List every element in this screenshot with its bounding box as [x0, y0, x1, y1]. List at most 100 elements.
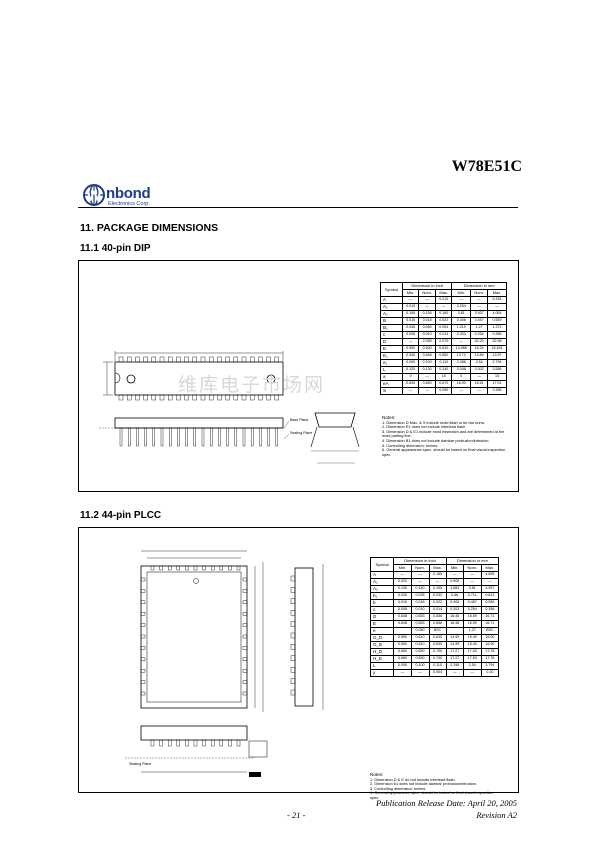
- dip-side-pin: [201, 427, 205, 447]
- plcc-pin: [140, 646, 146, 650]
- value-cell: 17.53: [462, 655, 482, 663]
- value-cell: 0.356: [480, 606, 500, 614]
- value-cell: 0.590: [393, 634, 412, 642]
- value-cell: 0.700: [428, 655, 447, 663]
- dip-side-pin: [177, 427, 180, 447]
- value-cell: 2.070: [435, 338, 453, 346]
- plcc-pin: [242, 680, 248, 684]
- value-cell: —: [402, 387, 420, 395]
- value-cell: 0.254: [470, 331, 489, 339]
- dip-pin: [127, 394, 132, 401]
- value-cell: —: [410, 669, 430, 677]
- note-item: 3. Controlling dimension: Inches: [370, 785, 426, 791]
- sub-header: Min.: [402, 289, 420, 297]
- note-item: 5. Controlling dimension: Inches.: [382, 442, 439, 448]
- plcc-side-pin: [290, 587, 296, 593]
- plcc-bottom-pin: [236, 739, 241, 747]
- value-cell: —: [470, 303, 489, 311]
- value-cell: 13.97: [487, 352, 507, 360]
- sub-header: Nom.: [418, 289, 437, 297]
- value-cell: 2.794: [480, 662, 500, 670]
- dip-top-pins: [118, 356, 280, 363]
- plcc-top-pins: [150, 565, 241, 571]
- plcc-side-pin: [290, 575, 296, 582]
- plcc-pin: [193, 565, 198, 571]
- dip-pin: [192, 356, 198, 363]
- plcc-pin: [140, 600, 146, 605]
- value-cell: 3.302: [470, 366, 489, 374]
- value-cell: 0.670: [435, 380, 453, 388]
- value-cell: 0.680: [393, 648, 412, 656]
- dip-pin: [258, 394, 263, 401]
- value-cell: 5.334: [487, 296, 507, 304]
- plcc-pin: [140, 691, 146, 696]
- dip-side-pin: [128, 427, 131, 447]
- value-cell: 0.004: [428, 669, 447, 677]
- value-cell: 0.032: [428, 592, 447, 600]
- plcc-bottom-pins: [150, 739, 241, 747]
- value-cell: 0.016: [402, 317, 420, 325]
- value-cell: 1.27: [462, 627, 482, 635]
- dip-pin: [151, 356, 157, 363]
- dip-package-drawing: Base Plane Seating Plane: [99, 351, 360, 464]
- dip-side-pin: [152, 427, 156, 447]
- note-item: 2. Dimension b1 does not include dambar …: [370, 781, 478, 787]
- dip-pin: [274, 394, 280, 401]
- dip-pin: [184, 394, 189, 401]
- value-cell: 0.653: [410, 613, 430, 621]
- value-cell: 16.71: [480, 613, 500, 621]
- symbol-cell: A₁: [369, 578, 395, 586]
- plcc-pin: [140, 657, 146, 662]
- value-cell: 0.100: [410, 662, 430, 670]
- dip-pin: [184, 356, 189, 363]
- value-cell: 0.66: [445, 592, 464, 600]
- value-cell: 0.155: [428, 585, 447, 593]
- plcc-pin: [242, 646, 248, 650]
- symbol-cell: b: [369, 599, 395, 607]
- value-cell: 16.46: [445, 620, 464, 628]
- dip-side-pin: [144, 427, 147, 447]
- sub-header: Nom.: [462, 564, 482, 572]
- value-cell: 15: [435, 373, 453, 381]
- dip-pin: [151, 394, 157, 401]
- value-cell: —: [462, 571, 482, 579]
- plcc-pin: [242, 611, 248, 616]
- dip-pin: [192, 394, 198, 401]
- plcc-pin: [140, 623, 146, 627]
- value-cell: —: [418, 373, 437, 381]
- dip-pin: [176, 394, 181, 401]
- dip-pin: [249, 356, 255, 363]
- plcc-side-pin: [290, 666, 296, 673]
- value-cell: 0.022: [428, 599, 447, 607]
- note-item: 4. General appearance spec. should be ba…: [370, 790, 494, 800]
- value-cell: 0.590: [402, 345, 420, 353]
- plcc-side-pin: [290, 609, 296, 616]
- value-cell: 14.986: [451, 345, 472, 353]
- value-cell: 2.286: [487, 387, 507, 395]
- value-cell: 0.457: [462, 599, 482, 607]
- base-plane-label: Base Plane: [290, 418, 308, 422]
- value-cell: 2.296: [445, 662, 464, 670]
- table-row: S——0.090——2.286: [379, 387, 507, 395]
- plcc-bottom-pin: [193, 739, 198, 747]
- value-cell: 0.630: [428, 641, 447, 649]
- dip-side-pin: [267, 427, 270, 447]
- sub-header: Min.: [393, 564, 412, 572]
- dip-title: 11.1 40-pin DIP: [80, 243, 151, 254]
- model-number: W78E51C: [451, 158, 522, 175]
- plcc-pin: [242, 668, 248, 673]
- dip-pin: [159, 394, 165, 401]
- value-cell: 0.110: [435, 359, 453, 367]
- value-cell: —: [451, 296, 472, 304]
- symbol-cell: L: [379, 366, 404, 374]
- value-cell: —: [393, 571, 412, 579]
- value-cell: 0.130: [418, 366, 437, 374]
- value-cell: 0.022: [435, 317, 453, 325]
